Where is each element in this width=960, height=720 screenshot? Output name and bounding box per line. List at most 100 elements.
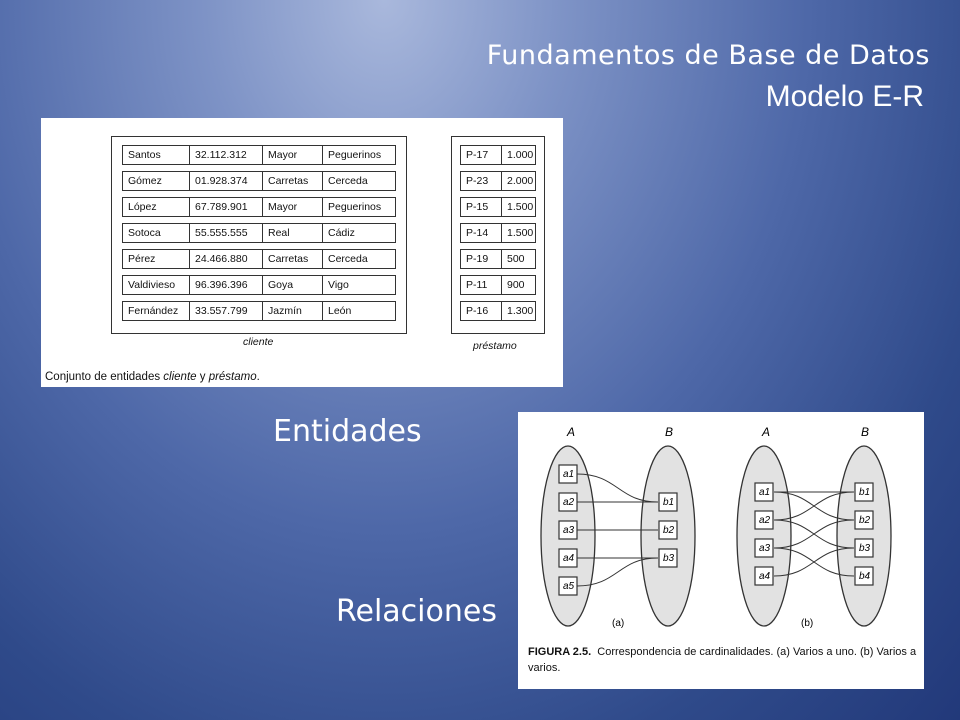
a-node-label: a5: [563, 581, 575, 592]
sub-label-b: (b): [801, 618, 813, 629]
cliente-attribute-cell: 33.557.799: [190, 302, 263, 320]
map-line: [773, 519, 855, 549]
a-node-box: [558, 520, 578, 540]
prestamo-attribute-cell: P-16: [461, 302, 502, 320]
map-line: [576, 557, 659, 587]
a-node-box: [754, 538, 774, 558]
map-line: [773, 547, 855, 577]
a-node-label: a2: [759, 515, 771, 526]
b-node-label: b2: [663, 525, 675, 536]
set-b-header-right: B: [861, 425, 869, 439]
cliente-attribute-cell: 32.112.312: [190, 146, 263, 164]
prestamo-attribute-cell: P-15: [461, 198, 502, 216]
a-node-box: [558, 548, 578, 568]
b-node-box: [658, 520, 678, 540]
cliente-attribute-cell: López: [123, 198, 190, 216]
a-node-box: [558, 464, 578, 484]
set-a-header-right: A: [761, 425, 770, 439]
cliente-attribute-cell: Mayor: [263, 198, 323, 216]
a-node-label: a3: [759, 543, 771, 554]
prestamo-entity-row: P-17 1.000: [460, 145, 536, 165]
prestamo-entity-row: P-19 500: [460, 249, 536, 269]
a-node-box: [558, 492, 578, 512]
b-node-box: [854, 566, 874, 586]
cliente-caption: cliente: [243, 336, 274, 348]
b-node-label: b3: [859, 543, 871, 554]
prestamo-attribute-cell: P-14: [461, 224, 502, 242]
prestamo-attribute-cell: P-19: [461, 250, 502, 268]
prestamo-attribute-cell: 900: [507, 279, 525, 291]
prestamo-entity-row: P-23 2.000: [460, 171, 536, 191]
relations-figure-caption: FIGURA 2.5. Correspondencia de cardinali…: [528, 646, 917, 674]
cliente-attribute-cell: 55.555.555: [190, 224, 263, 242]
b-node-label: b2: [859, 515, 871, 526]
cliente-attribute-cell: Peguerinos: [328, 201, 382, 213]
a-node-box: [754, 566, 774, 586]
cliente-attribute-cell: Goya: [263, 276, 323, 294]
cliente-attribute-cell: 01.928.374: [190, 172, 263, 190]
prestamo-entity-row: P-16 1.300: [460, 301, 536, 321]
a-node-box: [754, 510, 774, 530]
prestamo-attribute-cell: P-17: [461, 146, 502, 164]
a-node-label: a1: [563, 469, 574, 480]
cliente-attribute-cell: Peguerinos: [328, 149, 382, 161]
b-node-box: [658, 492, 678, 512]
cliente-attribute-cell: Cerceda: [328, 175, 368, 187]
prestamo-attribute-cell: 1.000: [507, 149, 534, 161]
cliente-attribute-cell: Mayor: [263, 146, 323, 164]
cliente-attribute-cell: Valdivieso: [123, 276, 190, 294]
a-node-label: a3: [563, 525, 575, 536]
slide-title: Fundamentos de Base de Datos: [486, 40, 930, 71]
sub-label-a: (a): [612, 618, 624, 629]
b-node-label: b3: [663, 553, 675, 564]
b-node-box: [854, 510, 874, 530]
a-node-box: [558, 576, 578, 596]
prestamo-attribute-cell: 500: [507, 253, 525, 265]
cliente-attribute-cell: Fernández: [123, 302, 190, 320]
prestamo-attribute-cell: 2.000: [507, 175, 534, 187]
b-node-label: b1: [663, 497, 674, 508]
mapping-lines-b: [773, 491, 855, 577]
cliente-attribute-cell: Jazmín: [263, 302, 323, 320]
cliente-attribute-cell: 96.396.396: [190, 276, 263, 294]
cliente-attribute-cell: Sotoca: [123, 224, 190, 242]
b-node-box: [854, 482, 874, 502]
cliente-attribute-cell: Santos: [123, 146, 190, 164]
a-node-label: a1: [759, 487, 770, 498]
b-node-box: [854, 538, 874, 558]
a-node-label: a4: [563, 553, 575, 564]
a-node-box: [754, 482, 774, 502]
cliente-attribute-cell: León: [328, 305, 352, 317]
set-b-ellipse-right: [836, 445, 892, 627]
prestamo-attribute-cell: P-23: [461, 172, 502, 190]
cliente-attribute-cell: Vigo: [328, 279, 349, 291]
cliente-attribute-cell: Carretas: [263, 250, 323, 268]
cliente-attribute-cell: Gómez: [123, 172, 190, 190]
b-node-label: b4: [859, 571, 871, 582]
set-a-header-left: A: [566, 425, 575, 439]
cliente-attribute-cell: Cádiz: [328, 227, 355, 239]
cliente-attribute-cell: Pérez: [123, 250, 190, 268]
mapping-lines-a: [576, 473, 659, 587]
cliente-attribute-cell: 24.466.880: [190, 250, 263, 268]
map-line: [576, 473, 659, 503]
cliente-attribute-cell: 67.789.901: [190, 198, 263, 216]
a-node-label: a2: [563, 497, 575, 508]
cliente-attribute-cell: Carretas: [263, 172, 323, 190]
entities-figure-caption: Conjunto de entidades cliente y préstamo…: [45, 371, 260, 383]
set-a-ellipse-right: [736, 445, 792, 627]
prestamo-attribute-cell: 1.300: [507, 305, 534, 317]
